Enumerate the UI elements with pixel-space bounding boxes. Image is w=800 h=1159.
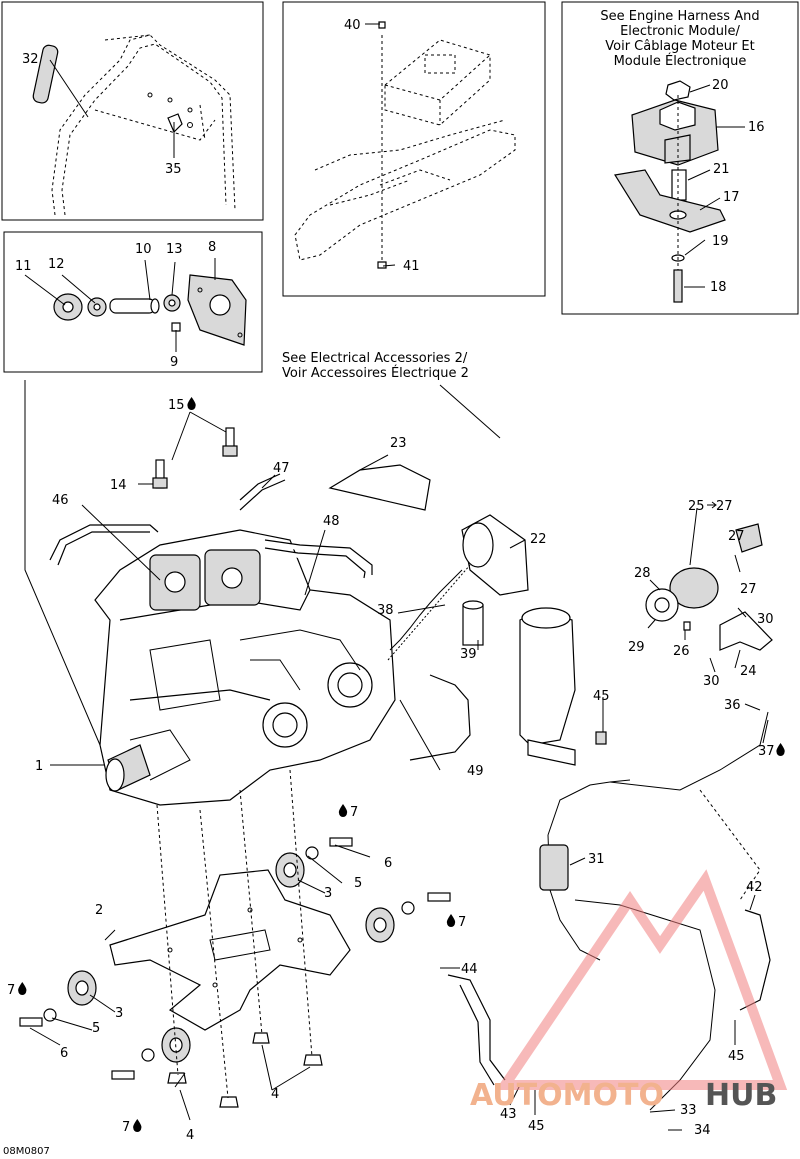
part-label-6: 6 <box>60 1046 68 1061</box>
part-label-36: 36 <box>724 698 741 713</box>
oil-tank-drawing <box>519 607 607 766</box>
oil-drop-icon <box>18 982 27 995</box>
part-label-38: 38 <box>377 603 394 618</box>
part-label-42: 42 <box>746 880 763 895</box>
part-label-6: 6 <box>384 856 392 871</box>
engine-mount-drawing <box>19 769 451 1108</box>
engine-drawing <box>49 473 396 806</box>
part-label-18: 18 <box>710 280 727 295</box>
oil-drop-icon <box>187 397 196 410</box>
part-label-7: 7 <box>458 915 466 930</box>
part-label-30: 30 <box>703 674 720 689</box>
part-label-27: 27 <box>740 582 757 597</box>
part-label-26: 26 <box>673 644 690 659</box>
part-label-33: 33 <box>680 1103 697 1118</box>
part-label-2: 2 <box>95 903 103 918</box>
part-label-19: 19 <box>712 234 729 249</box>
part-label-15: 15 <box>168 398 185 413</box>
part-label-47: 47 <box>273 461 290 476</box>
part-label-4: 4 <box>271 1087 279 1102</box>
part-label-31: 31 <box>588 852 605 867</box>
part-label-39: 39 <box>460 647 477 662</box>
part-label-14: 14 <box>110 478 127 493</box>
part-label-24: 24 <box>740 664 757 679</box>
part-label-9: 9 <box>170 355 178 370</box>
note-electrical-line-2: Voir Accessoires Électrique 2 <box>282 365 469 381</box>
part-label-22: 22 <box>530 532 547 547</box>
part-label-27: 27 <box>728 529 745 544</box>
module-drawing <box>614 80 726 303</box>
part-label-45: 45 <box>593 689 610 704</box>
part-label-25: 25 <box>688 499 705 514</box>
part-label-17: 17 <box>723 190 740 205</box>
part-label-45: 45 <box>528 1119 545 1134</box>
part-label-4: 4 <box>186 1128 194 1143</box>
intake-drawing <box>328 464 529 661</box>
part-label-37: 37 <box>758 744 775 759</box>
oil-drop-icon <box>133 1119 142 1132</box>
part-label-45: 45 <box>728 1049 745 1064</box>
inset-ecm-box <box>282 1 546 297</box>
part-label-34: 34 <box>694 1123 711 1138</box>
watermark-logo <box>495 869 788 1090</box>
inset-frame-box <box>1 1 264 221</box>
controls-drawing <box>645 523 773 651</box>
part-label-32: 32 <box>22 52 39 67</box>
watermark-text-automoto: AUTOMOTO <box>470 1078 664 1113</box>
part-label-27: 27 <box>716 499 733 514</box>
part-label-7: 7 <box>350 805 358 820</box>
part-label-40: 40 <box>344 18 361 33</box>
part-label-1: 1 <box>35 759 43 774</box>
note-harness-line-2: Electronic Module/ <box>620 24 740 39</box>
diagram-code: 08M0807 <box>3 1146 50 1157</box>
note-harness-line-4: Module Électronique <box>614 53 747 69</box>
fuel-lines-drawing <box>447 711 771 1111</box>
part-label-21: 21 <box>713 162 730 177</box>
part-label-43: 43 <box>500 1107 517 1122</box>
part-label-35: 35 <box>165 162 182 177</box>
part-label-29: 29 <box>628 640 645 655</box>
note-electrical-line-1: See Electrical Accessories 2/ <box>282 351 468 366</box>
part-label-5: 5 <box>92 1021 100 1036</box>
part-label-12: 12 <box>48 257 65 272</box>
part-label-48: 48 <box>323 514 340 529</box>
part-label-13: 13 <box>166 242 183 257</box>
spark-plug-drawing <box>152 427 238 489</box>
ecm-drawing <box>294 21 516 269</box>
part-label-7: 7 <box>122 1120 130 1135</box>
part-label-7: 7 <box>7 983 15 998</box>
part-label-44: 44 <box>461 962 478 977</box>
right-arrow-icon <box>707 501 717 509</box>
part-label-11: 11 <box>15 259 32 274</box>
part-label-23: 23 <box>390 436 407 451</box>
watermark-text-hub: HUB <box>705 1078 777 1113</box>
part-label-49: 49 <box>467 764 484 779</box>
oil-drop-icon <box>776 743 785 756</box>
part-label-46: 46 <box>52 493 69 508</box>
watermark-triangle <box>495 869 788 1090</box>
part-label-5: 5 <box>354 876 362 891</box>
hose-49 <box>409 674 471 761</box>
note-harness-line-3: Voir Câblage Moteur Et <box>605 39 754 54</box>
part-label-28: 28 <box>634 566 651 581</box>
bracket-drawing <box>53 274 247 346</box>
leader-lines <box>24 23 769 1131</box>
part-label-41: 41 <box>403 259 420 274</box>
oil-drop-icon <box>446 914 456 927</box>
part-label-30: 30 <box>757 612 774 627</box>
part-label-10: 10 <box>135 242 152 257</box>
part-label-8: 8 <box>208 240 216 255</box>
note-harness-line-1: See Engine Harness And <box>600 9 759 24</box>
part-label-20: 20 <box>712 78 729 93</box>
inset-harness-box <box>561 1 799 315</box>
oil-drop-icon <box>338 804 348 817</box>
part-label-3: 3 <box>324 886 332 901</box>
inset-bracket-box <box>3 231 263 373</box>
frame-drawing <box>32 34 236 216</box>
part-label-3: 3 <box>115 1006 123 1021</box>
part-label-16: 16 <box>748 120 765 135</box>
